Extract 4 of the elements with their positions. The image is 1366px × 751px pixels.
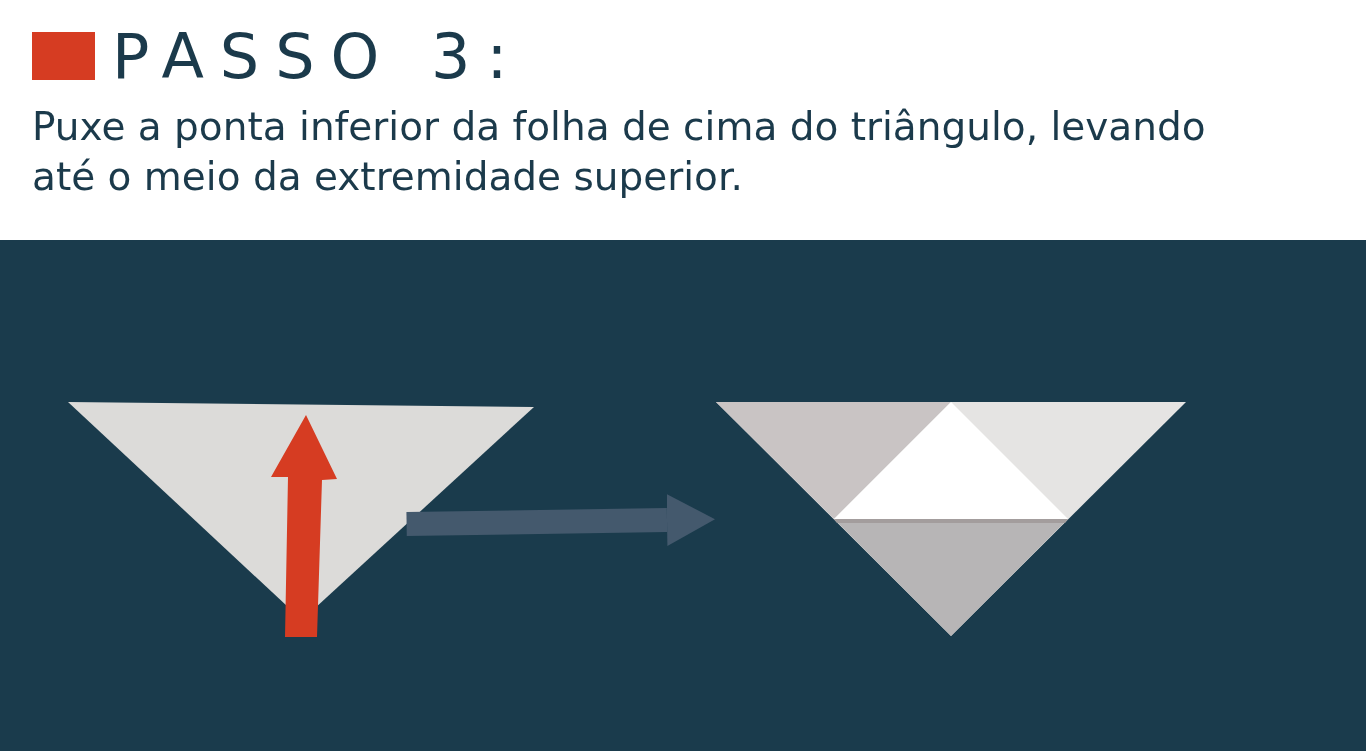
- title: PASSO 3:: [112, 26, 524, 88]
- arrow: [406, 494, 715, 546]
- folded-paper-triangle: [716, 401, 1186, 637]
- instruction-text: Puxe a ponta inferior da folha de cima do triângulo, levando até o meio da extremidade superior.: [32, 103, 1207, 201]
